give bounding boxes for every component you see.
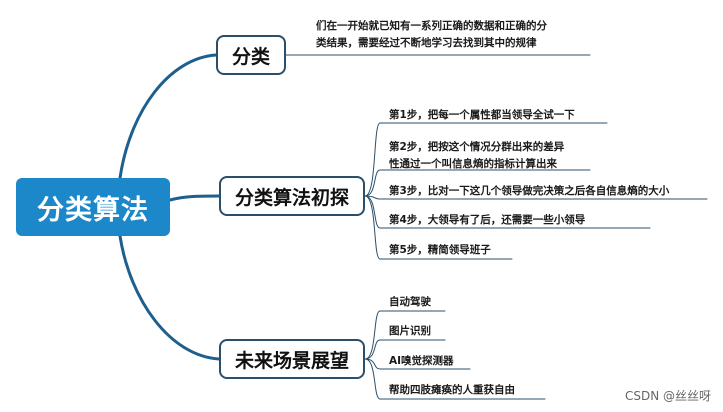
branch-to-future-4 — [364, 358, 381, 400]
branch-to-future-1 — [364, 310, 381, 360]
leaf-text-line: 第1步，把每一个属性都当领导全试一下 — [389, 109, 575, 121]
branch-node-classification: 分类 — [216, 35, 286, 75]
leaf-step-2: 第2步，把按这个情况分群出来的差异 性通过一个叫信息熵的指标计算出来 — [389, 139, 564, 173]
leaf-self-driving: 自动驾驶 — [389, 294, 431, 311]
leaf-step-5: 第5步，精简领导班子 — [389, 242, 491, 259]
leaf-step-4: 第4步，大领导有了后，还需要一些小领导 — [389, 212, 585, 229]
leaf-text-line: 帮助四肢瘫痪的人重获自由 — [389, 384, 515, 396]
branch-to-step-5 — [364, 195, 381, 260]
branch-node-future-outlook: 未来场景展望 — [219, 339, 365, 379]
leaf-classification-definition: 们在一开始就已知有一系列正确的数据和正确的分 类结果，需要经过不断地学习去找到其… — [316, 18, 547, 52]
leaf-step-3: 第3步，比对一下这几个领导做完决策之后各自信息熵的大小 — [389, 183, 669, 200]
leaf-text-line: 第5步，精简领导班子 — [389, 244, 491, 256]
root-to-branch-classification — [118, 53, 218, 180]
branch-node-algorithm-intro: 分类算法初探 — [219, 176, 365, 216]
leaf-paralysis-help: 帮助四肢瘫痪的人重获自由 — [389, 382, 515, 399]
root-node: 分类算法 — [16, 178, 170, 236]
leaf-text-line: 们在一开始就已知有一系列正确的数据和正确的分 — [316, 20, 547, 32]
leaf-text-line: 第2步，把按这个情况分群出来的差异 — [389, 141, 565, 153]
branch-to-future-2 — [364, 339, 381, 360]
leaf-text-line: 类结果，需要经过不断地学习去找到其中的规律 — [316, 37, 537, 49]
leaf-text-line: 性通过一个叫信息熵的指标计算出来 — [389, 158, 557, 170]
leaf-text-line: 第4步，大领导有了后，还需要一些小领导 — [389, 214, 586, 226]
branch-to-step-2 — [364, 169, 381, 197]
root-to-branch-future — [118, 234, 221, 361]
leaf-text-line: 图片识别 — [389, 325, 431, 337]
leaf-step-1: 第1步，把每一个属性都当领导全试一下 — [389, 107, 575, 124]
root-to-branch-algorithm — [168, 194, 221, 202]
leaf-ai-smell-detector: AI嗅觉探测器 — [389, 353, 454, 370]
branch-to-step-1 — [364, 122, 381, 197]
leaf-text-line: 第3步，比对一下这几个领导做完决策之后各自信息熵的大小 — [389, 185, 670, 197]
leaf-text-line: AI嗅觉探测器 — [389, 355, 454, 367]
watermark: CSDN @丝丝呀 — [624, 389, 711, 403]
leaf-text-line: 自动驾驶 — [389, 296, 431, 308]
leaf-image-recognition: 图片识别 — [389, 323, 431, 340]
